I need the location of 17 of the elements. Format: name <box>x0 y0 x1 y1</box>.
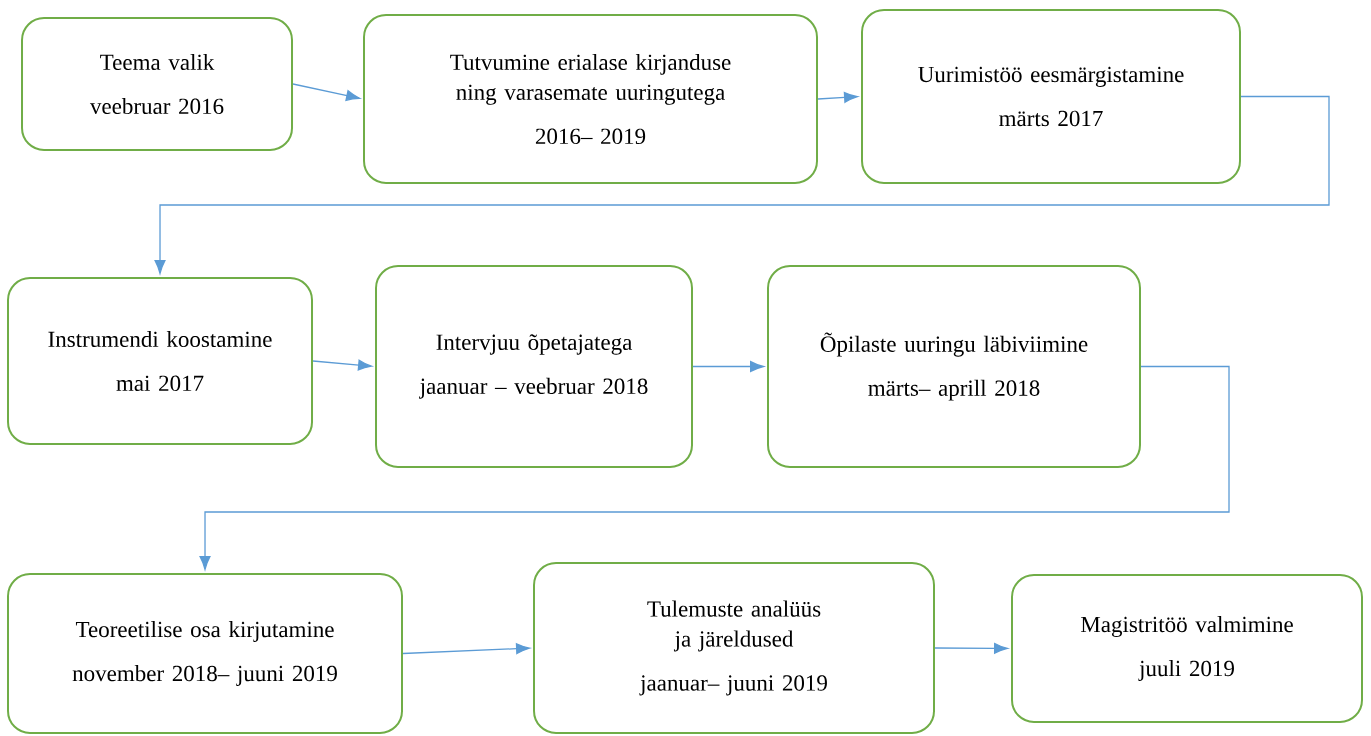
process-box: Instrumendi koostamine mai 2017 <box>7 277 313 445</box>
arrow <box>199 365 1230 570</box>
arrow <box>154 95 1330 274</box>
arrow <box>402 643 530 655</box>
process-box: Magistritöö valmimine juuli 2019 <box>1011 574 1363 723</box>
process-box: Õpilaste uuringu läbiviimine märts– aprill 2018 <box>767 265 1141 468</box>
arrow <box>292 83 361 101</box>
process-box: Teema valik veebruar 2016 <box>21 17 293 151</box>
arrow <box>312 359 372 371</box>
process-box: Tulemuste analüüs ja järeldused jaanuar– juuni 2019 <box>533 562 935 734</box>
process-box: Uurimistöö eesmärgistamine märts 2017 <box>861 9 1241 184</box>
process-box: Tutvumine erialase kirjanduse ning varasemate uuringutega 2016– 2019 <box>363 14 818 184</box>
arrow <box>817 91 858 103</box>
process-box: Teoreetilise osa kirjutamine november 2018– juuni 2019 <box>7 573 403 734</box>
arrow <box>934 642 1008 654</box>
arrow <box>692 361 764 372</box>
process-box: Intervjuu õpetajatega jaanuar – veebruar 2018 <box>375 265 693 468</box>
